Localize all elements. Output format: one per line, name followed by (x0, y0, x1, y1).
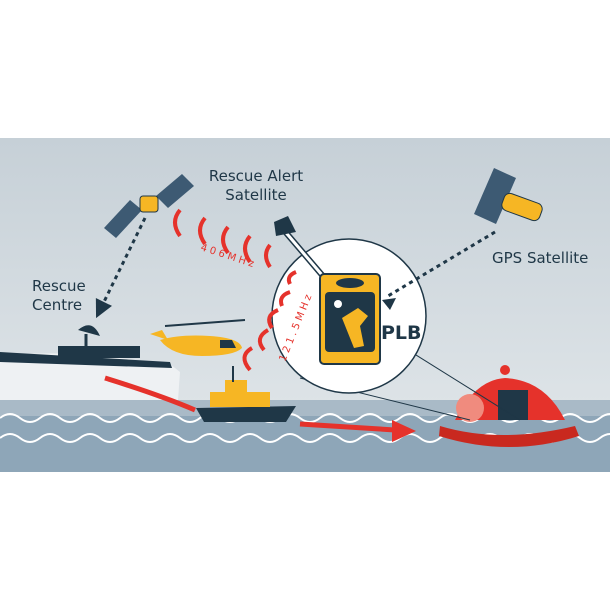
route-arrow-centre-to-boat (104, 375, 196, 413)
gps-satellite-label: GPS Satellite (492, 249, 588, 267)
rescue-centre-label-1: Rescue (32, 277, 86, 295)
gps-satellite (474, 168, 543, 224)
rescue-centre-label-2: Centre (32, 296, 82, 314)
rescue-alert-satellite (104, 174, 194, 238)
rescue-centre-building (58, 346, 140, 358)
arrow-head (382, 298, 396, 310)
signal-406-arcs (173, 208, 272, 269)
signal-121-arcs (242, 270, 297, 372)
life-raft (439, 365, 579, 447)
rescue-alert-satellite-label-1: Rescue Alert (209, 167, 303, 185)
rescue-alert-satellite-label-2: Satellite (225, 186, 286, 204)
satellite-dish-icon (78, 325, 100, 348)
route-arrow-boat-to-raft (299, 421, 396, 433)
lifeboat (196, 366, 296, 422)
dotted-link-satellite-to-centre (95, 217, 147, 319)
plb-device-icon (274, 216, 381, 365)
arrow-head (392, 420, 416, 442)
helicopter (150, 319, 246, 356)
cliff-top (0, 352, 172, 368)
plb-label: PLB (381, 322, 422, 344)
